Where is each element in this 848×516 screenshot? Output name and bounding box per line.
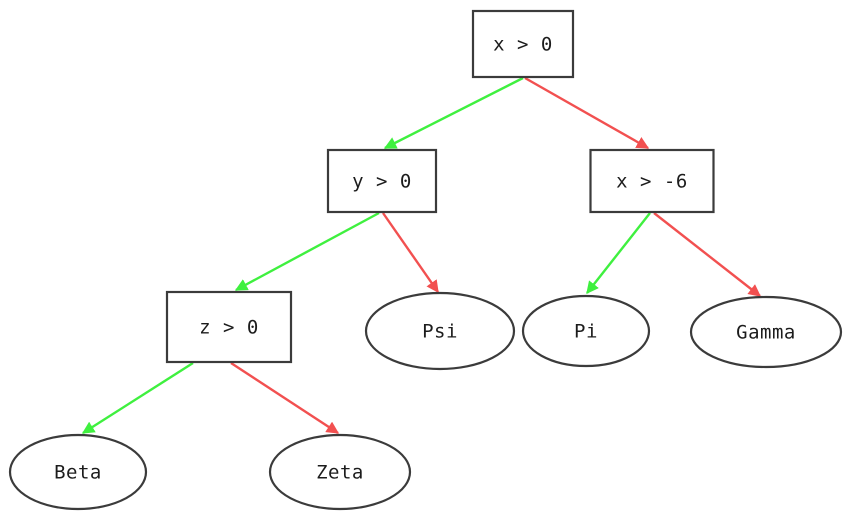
node-root[interactable]: x > 0: [471, 9, 575, 79]
edge-root-to-n_x6-false: [524, 76, 650, 150]
node-label-psi: Psi: [422, 321, 458, 343]
node-zeta[interactable]: Zeta: [268, 433, 412, 511]
edges-layer: [81, 76, 761, 435]
node-shape-box-n_y: [326, 148, 438, 214]
edge-n_z-to-zeta-false: [230, 361, 340, 435]
node-label-root: x > 0: [493, 34, 553, 56]
node-label-n_y: y > 0: [352, 171, 412, 193]
node-label-zeta: Zeta: [316, 462, 364, 484]
node-shape-box-n_z: [165, 290, 293, 364]
node-shape-ellipse-psi: [364, 291, 516, 371]
node-pi[interactable]: Pi: [521, 294, 651, 368]
node-shape-ellipse-gamma: [689, 295, 843, 369]
node-shape-ellipse-beta: [8, 433, 148, 511]
node-label-n_z: z > 0: [199, 317, 259, 339]
node-beta[interactable]: Beta: [8, 433, 148, 511]
node-shape-ellipse-pi: [521, 294, 651, 368]
edge-n_y-to-n_z-true: [234, 211, 380, 292]
node-psi[interactable]: Psi: [364, 291, 516, 371]
node-label-pi: Pi: [574, 321, 598, 343]
edge-root-to-n_y-true: [383, 76, 524, 150]
edge-n_z-to-beta-true: [81, 361, 194, 435]
edge-n_x6-to-gamma-false: [653, 212, 761, 297]
node-gamma[interactable]: Gamma: [689, 295, 843, 369]
node-shape-box-n_x6: [589, 148, 715, 214]
edge-n_y-to-psi-false: [382, 212, 439, 294]
node-shape-box-root: [471, 9, 575, 79]
node-shape-ellipse-zeta: [268, 433, 412, 511]
node-n_x6[interactable]: x > -6: [589, 148, 715, 214]
node-n_y[interactable]: y > 0: [326, 148, 438, 214]
node-label-beta: Beta: [54, 462, 102, 484]
node-label-gamma: Gamma: [736, 322, 796, 344]
node-label-n_x6: x > -6: [616, 171, 688, 193]
edge-n_x6-to-pi-true: [586, 212, 651, 294]
node-n_z[interactable]: z > 0: [165, 290, 293, 364]
